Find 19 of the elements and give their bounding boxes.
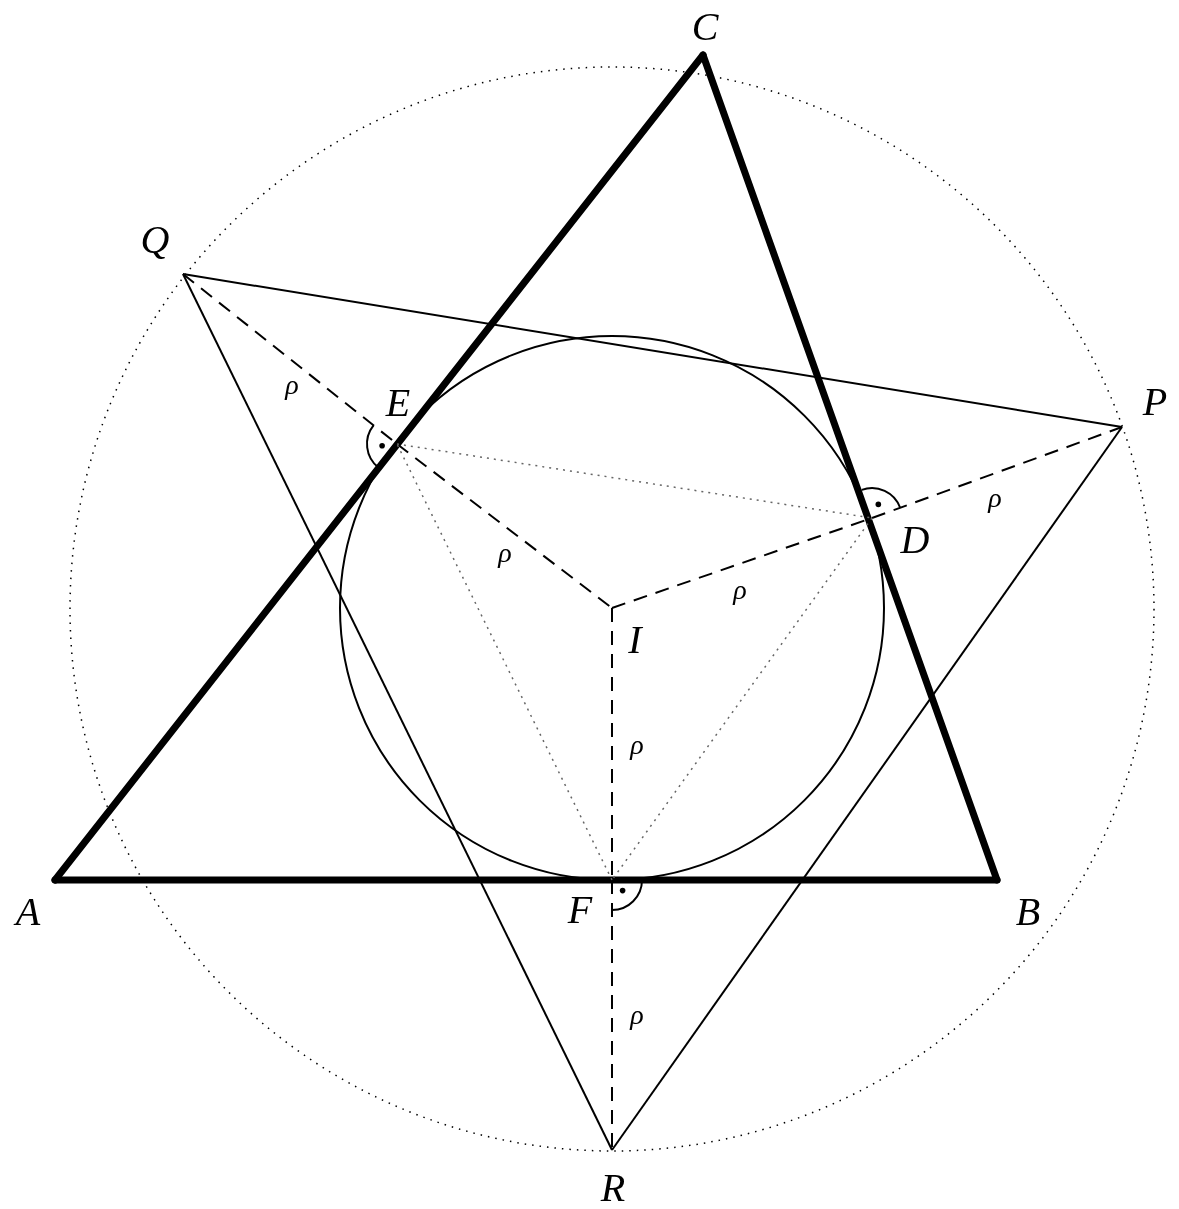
- point-label: Q: [140, 220, 170, 260]
- line: [611, 426, 1123, 1151]
- dashed-line: [396, 443, 613, 609]
- dashed-line: [871, 426, 1123, 519]
- dotted-line: [396, 443, 613, 881]
- line: [182, 273, 613, 1151]
- triangle-side: [51, 876, 1001, 884]
- point-label: P: [1142, 382, 1168, 422]
- point-label: C: [691, 7, 719, 47]
- point-label: F: [567, 890, 593, 930]
- point-label: E: [385, 383, 411, 423]
- point-label: B: [1015, 892, 1041, 932]
- point-label: I: [628, 620, 642, 660]
- triangle-side: [51, 51, 707, 884]
- dotted-line: [611, 517, 873, 881]
- line: [182, 273, 1123, 428]
- point-label: A: [15, 892, 41, 932]
- point-label: R: [600, 1168, 626, 1208]
- point-label: D: [900, 520, 930, 560]
